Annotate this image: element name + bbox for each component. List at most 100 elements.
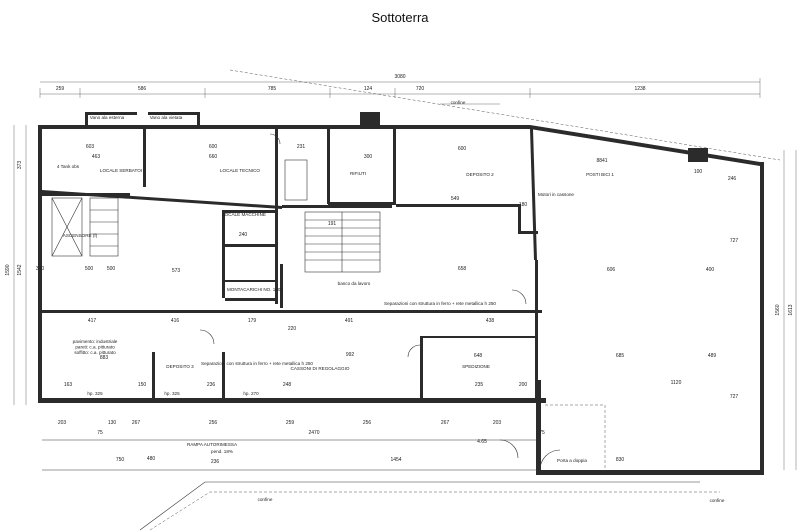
dimension-label: 489 xyxy=(708,353,717,359)
outer-walls xyxy=(38,112,764,475)
dimension-label: 685 xyxy=(616,353,625,359)
room-label-spedizione: SPEDIZIONE xyxy=(462,364,490,369)
dimension-label: 1560 xyxy=(775,304,781,315)
dimension-label: 236 xyxy=(211,459,220,465)
room-label-vano_sx: Vano ala esterna xyxy=(90,115,125,120)
dimension-label: 720 xyxy=(416,86,425,92)
dimension-label: 400 xyxy=(706,267,715,273)
room-label-posti_bici: POSTI BICI 1 xyxy=(586,172,614,177)
room-label-porta: Porta a doppia xyxy=(557,458,587,463)
dimension-label: 180 xyxy=(519,202,528,208)
room-label-confine_bot: confine xyxy=(710,498,725,503)
dimension-label: 203 xyxy=(58,420,67,426)
dimension-label: 1120 xyxy=(671,380,682,386)
room-label-montacarichi: MONTACARICHI NO. 1000 xyxy=(227,287,284,292)
room-label-deposito3: DEPOSITO 3 xyxy=(166,364,194,369)
dimension-label: 1238 xyxy=(634,86,645,92)
dimension-label: 417 xyxy=(88,318,97,324)
dimension-label: 416 xyxy=(171,318,180,324)
room-label-hp3: hp. 270 xyxy=(243,391,259,396)
dimension-label: 267 xyxy=(441,420,450,426)
dimension-label: 259 xyxy=(56,86,65,92)
dimension-label: 727 xyxy=(730,238,739,244)
dimension-label: 658 xyxy=(458,266,467,272)
dimension-label: 463 xyxy=(92,154,101,160)
dimension-label: 130 xyxy=(108,420,117,426)
top-dimension-lines xyxy=(39,69,781,161)
dimension-label: 179 xyxy=(248,318,257,324)
dimension-label: 603 xyxy=(86,144,95,150)
side-dimension-lines xyxy=(13,125,797,470)
room-label-hp1: hp. 325 xyxy=(87,391,103,396)
staircase xyxy=(284,159,381,273)
room-label-banco_lavoro: banco da lavoro xyxy=(338,281,371,286)
dimension-label: 231 xyxy=(297,144,306,150)
dimension-label: 150 xyxy=(138,382,147,388)
dimension-label: 586 xyxy=(138,86,147,92)
dimension-label: 750 xyxy=(116,457,125,463)
dimension-label: 1542 xyxy=(17,264,23,275)
dimension-label: 660 xyxy=(209,154,218,160)
dimension-label: 992 xyxy=(346,352,355,358)
dimension-label: 8841 xyxy=(596,158,607,164)
dimension-label: 573 xyxy=(172,268,181,274)
dimension-label: 500 xyxy=(85,266,94,272)
room-label-locale_serbatoi: LOCALE SERBATOI xyxy=(100,168,142,173)
room-label-locale_tecnico: LOCALE TECNICO xyxy=(220,168,260,173)
room-label-rifiuti: RIFIUTI xyxy=(350,171,366,176)
door-arcs xyxy=(199,133,527,358)
dimension-label: 236 xyxy=(207,382,216,388)
dimension-label: 1590 xyxy=(5,264,11,275)
dimension-label: 191 xyxy=(328,221,337,227)
ramp xyxy=(42,404,720,531)
dimension-label: 220 xyxy=(288,326,297,332)
room-label-rampa: RAMPA AUTORIMESSA xyxy=(187,442,238,447)
dimension-label: 606 xyxy=(607,267,616,273)
dimension-label: 75 xyxy=(97,430,103,436)
room-label-separazioni2: Separazioni con struttura in ferro + ret… xyxy=(201,361,313,366)
room-label-deposito2: DEPOSITO 2 xyxy=(466,172,494,177)
dimension-label: 500 xyxy=(107,266,116,272)
dimension-label: 883 xyxy=(100,355,109,361)
dimension-label: 248 xyxy=(283,382,292,388)
dimension-label: 1613 xyxy=(788,304,794,315)
parking-bays xyxy=(51,197,119,257)
room-label-confine_bot2: confine xyxy=(258,497,273,502)
room-label-pend: pend. 18% xyxy=(211,449,233,454)
dimension-label: 785 xyxy=(268,86,277,92)
dimension-label: 235 xyxy=(475,382,484,388)
dimension-label: 373 xyxy=(17,161,23,170)
room-label-vano_dx: Vano ala vietata xyxy=(150,115,183,120)
room-label-ascensore: ASCENSORE (f) xyxy=(63,233,98,238)
dimension-label: 438 xyxy=(486,318,495,324)
dimension-label: 267 xyxy=(132,420,141,426)
page-title: Sottoterra xyxy=(371,10,429,25)
dimension-label: 259 xyxy=(286,420,295,426)
room-label-locale_macchine: LOCALE MACCHINE xyxy=(222,212,266,217)
dimension-label: 340 xyxy=(36,266,45,272)
dimension-label: 124 xyxy=(364,86,373,92)
dimension-label: 830 xyxy=(616,457,625,463)
dimension-label: 256 xyxy=(209,420,218,426)
dimension-label: 491 xyxy=(345,318,354,324)
dimension-label: 480 xyxy=(147,456,156,462)
room-labels: LOCALE SERBATOI LOCALE TECNICO RIFIUTI DEPO… xyxy=(57,100,725,503)
dimension-label: 100 xyxy=(694,169,703,175)
dimension-label: 2470 xyxy=(308,430,319,436)
room-label-cassoni: CASSONI DI REGOLAGGIO xyxy=(291,366,350,371)
room-label-hp2: hp. 325 xyxy=(164,391,180,396)
dimension-label: 75 xyxy=(539,430,545,436)
dimension-label: 246 xyxy=(728,176,737,182)
dimension-label: 600 xyxy=(209,144,218,150)
dimension-label: 549 xyxy=(451,196,460,202)
dimension-label: 727 xyxy=(730,394,739,400)
dimension-label: 3080 xyxy=(394,74,405,80)
dimension-label: 256 xyxy=(363,420,372,426)
inner-walls xyxy=(42,129,542,400)
room-label-confine_top: confine xyxy=(451,100,466,105)
room-label-motori: Motori in cassone xyxy=(538,192,574,197)
room-label-tank: 4 Tank obs xyxy=(57,164,80,169)
